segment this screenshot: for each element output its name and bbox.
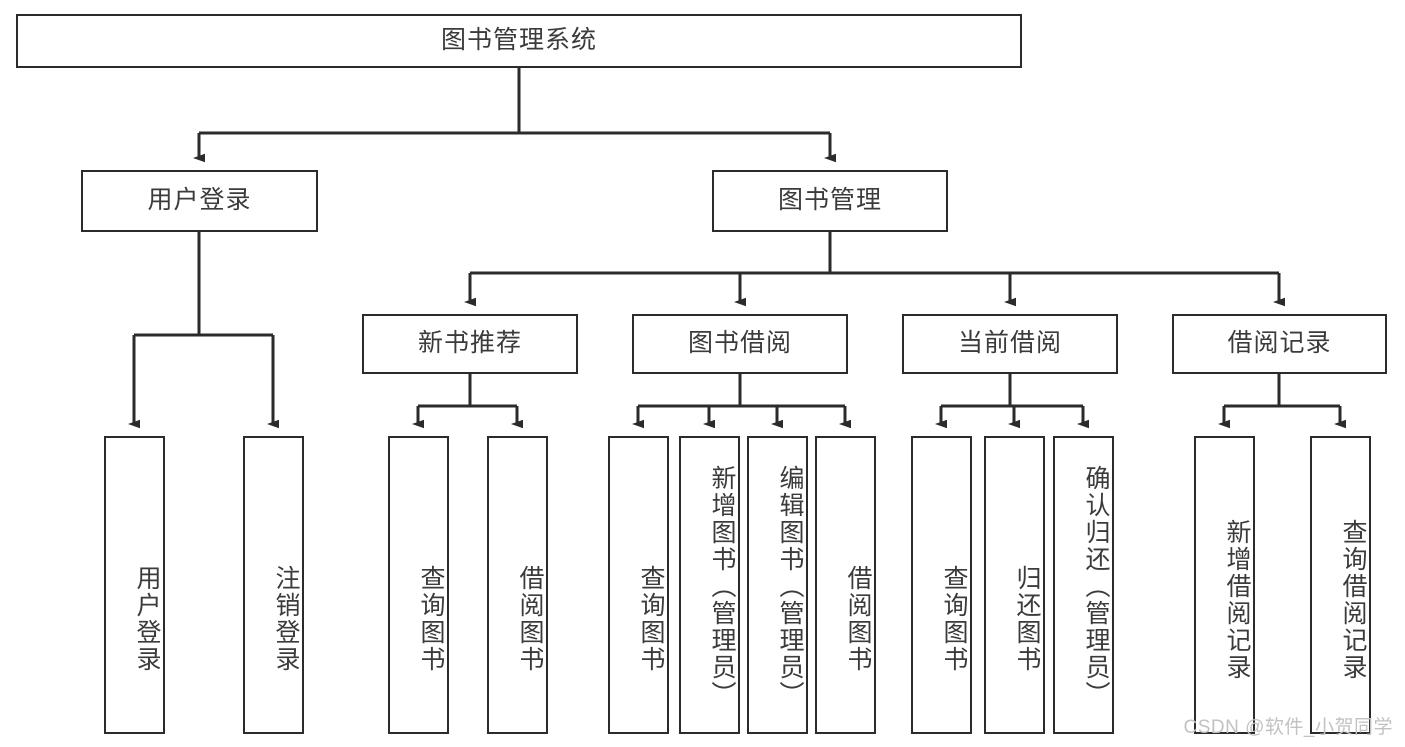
leaf-query-book-cur[interactable]: 查询图书 bbox=[911, 436, 972, 734]
leaf-add-book[interactable]: 新增图书（管理员） bbox=[679, 436, 740, 734]
leaf-query-record-label: 查询借阅记录 bbox=[1339, 519, 1367, 681]
node-user-login-label: 用户登录 bbox=[147, 186, 252, 215]
node-root-label: 图书管理系统 bbox=[440, 26, 597, 55]
leaf-query-book-rec[interactable]: 查询图书 bbox=[388, 436, 449, 734]
leaf-user-logout-label: 注销登录 bbox=[272, 565, 300, 673]
node-new-book-rec-label: 新书推荐 bbox=[417, 329, 522, 358]
leaf-user-login-label: 用户登录 bbox=[133, 565, 161, 673]
leaf-add-book-label: 新增图书（管理员） bbox=[708, 464, 736, 708]
node-current-borrow[interactable]: 当前借阅 bbox=[902, 314, 1118, 374]
leaf-borrow-book[interactable]: 借阅图书 bbox=[815, 436, 876, 734]
leaf-query-book-rec-label: 查询图书 bbox=[417, 565, 445, 673]
leaf-confirm-return-label: 确认归还（管理员） bbox=[1082, 464, 1110, 708]
node-book-manage-label: 图书管理 bbox=[777, 186, 882, 215]
leaf-query-book-borrow-label: 查询图书 bbox=[637, 565, 665, 673]
node-book-borrow[interactable]: 图书借阅 bbox=[632, 314, 848, 374]
node-root[interactable]: 图书管理系统 bbox=[16, 14, 1022, 68]
leaf-user-logout[interactable]: 注销登录 bbox=[243, 436, 304, 734]
node-book-manage[interactable]: 图书管理 bbox=[712, 170, 948, 232]
node-borrow-record-label: 借阅记录 bbox=[1227, 329, 1332, 358]
leaf-edit-book[interactable]: 编辑图书（管理员） bbox=[747, 436, 808, 734]
node-current-borrow-label: 当前借阅 bbox=[957, 329, 1062, 358]
node-new-book-rec[interactable]: 新书推荐 bbox=[362, 314, 578, 374]
node-book-borrow-label: 图书借阅 bbox=[687, 329, 792, 358]
leaf-edit-book-label: 编辑图书（管理员） bbox=[776, 464, 804, 708]
node-borrow-record[interactable]: 借阅记录 bbox=[1172, 314, 1387, 374]
leaf-add-record-label: 新增借阅记录 bbox=[1223, 519, 1251, 681]
leaf-add-record[interactable]: 新增借阅记录 bbox=[1194, 436, 1255, 734]
watermark-text: CSDN @软件_小贺同学 bbox=[1183, 717, 1393, 738]
leaf-user-login[interactable]: 用户登录 bbox=[104, 436, 165, 734]
leaf-return-book-label: 归还图书 bbox=[1013, 565, 1041, 673]
leaf-borrow-book-label: 借阅图书 bbox=[844, 565, 872, 673]
leaf-borrow-book-rec[interactable]: 借阅图书 bbox=[487, 436, 548, 734]
leaf-borrow-book-rec-label: 借阅图书 bbox=[516, 565, 544, 673]
leaf-return-book[interactable]: 归还图书 bbox=[984, 436, 1045, 734]
leaf-confirm-return[interactable]: 确认归还（管理员） bbox=[1053, 436, 1114, 734]
leaf-query-book-cur-label: 查询图书 bbox=[940, 565, 968, 673]
leaf-query-book-borrow[interactable]: 查询图书 bbox=[608, 436, 669, 734]
leaf-query-record[interactable]: 查询借阅记录 bbox=[1310, 436, 1371, 734]
node-user-login[interactable]: 用户登录 bbox=[81, 170, 318, 232]
